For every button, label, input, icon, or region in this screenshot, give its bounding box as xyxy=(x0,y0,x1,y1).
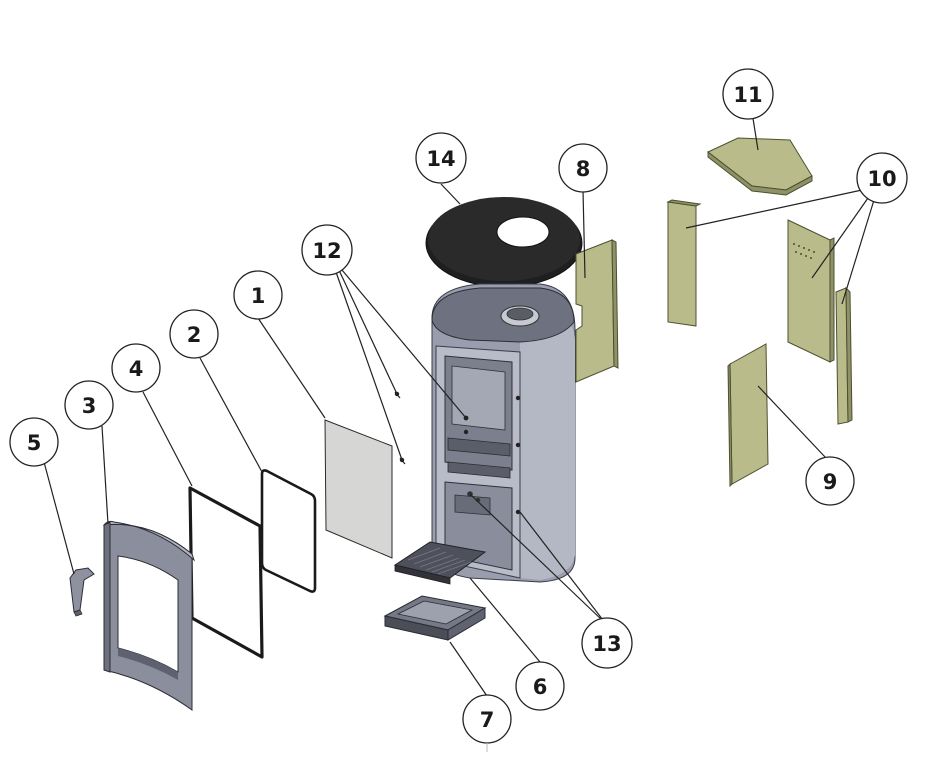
callout-3-label: 3 xyxy=(82,394,97,418)
callout-14-label: 14 xyxy=(426,147,455,171)
door-frame xyxy=(102,520,196,711)
callout-10-label: 10 xyxy=(867,167,896,191)
callout-6: 6 xyxy=(515,661,565,711)
callout-3: 3 xyxy=(64,380,114,430)
callout-9: 9 xyxy=(805,456,855,506)
callout-12: 12 xyxy=(301,224,353,276)
callout-13: 13 xyxy=(581,617,633,669)
callout-2-label: 2 xyxy=(187,323,202,347)
callout-10: 10 xyxy=(856,152,908,204)
rear-liner-panel-10b xyxy=(787,219,835,363)
top-seal-ring xyxy=(425,197,583,288)
callout-13-label: 13 xyxy=(592,632,621,656)
rear-liner-panel-10c xyxy=(835,286,853,425)
door-handle xyxy=(69,567,95,617)
callout-6-label: 6 xyxy=(533,675,548,699)
callout-7: 7 xyxy=(462,694,512,744)
callout-11-label: 11 xyxy=(733,83,762,107)
rear-liner-panel-10a xyxy=(666,199,702,327)
callout-5: 5 xyxy=(9,417,59,467)
base-liner-panel-9 xyxy=(727,343,769,488)
stove-body xyxy=(431,283,576,583)
ash-pan xyxy=(383,595,487,641)
callout-2: 2 xyxy=(169,309,219,359)
door-glass-pane xyxy=(324,419,393,559)
callout-11: 11 xyxy=(722,68,774,120)
side-liner-panel-8 xyxy=(575,239,619,383)
callout-14: 14 xyxy=(415,132,467,184)
callout-4-label: 4 xyxy=(129,357,144,381)
glass-gasket xyxy=(260,469,317,593)
callout-4: 4 xyxy=(111,343,161,393)
callout-1-label: 1 xyxy=(251,284,266,308)
callout-8: 8 xyxy=(558,143,608,193)
grate-tray xyxy=(393,541,487,585)
top-baffle-11 xyxy=(707,137,813,196)
callout-9-label: 9 xyxy=(823,470,838,494)
callout-7-label: 7 xyxy=(480,708,495,732)
door-gasket xyxy=(188,486,264,659)
leader-lines xyxy=(43,111,875,697)
callout-12-label: 12 xyxy=(312,239,341,263)
callout-8-label: 8 xyxy=(576,157,591,181)
callout-5-label: 5 xyxy=(27,431,42,455)
callout-1: 1 xyxy=(233,270,283,320)
